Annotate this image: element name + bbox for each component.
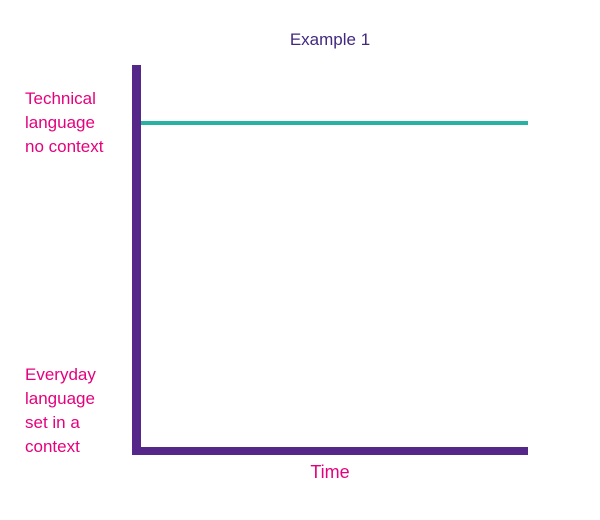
y-axis-bottom-label: Everyday language set in a context — [25, 363, 96, 459]
label-line: no context — [25, 137, 104, 156]
series-line — [141, 121, 528, 125]
x-axis-line — [132, 447, 528, 455]
x-axis-label: Time — [310, 462, 350, 482]
label-line: context — [25, 437, 80, 456]
label-line: Everyday — [25, 365, 96, 384]
label-line: set in a — [25, 413, 80, 432]
label-line: Technical — [25, 89, 96, 108]
y-axis-top-label: Technical language no context — [25, 87, 103, 159]
y-axis-line — [132, 65, 141, 455]
label-line: language — [25, 113, 95, 132]
chart-title: Example 1 — [289, 30, 371, 49]
label-line: language — [25, 389, 95, 408]
